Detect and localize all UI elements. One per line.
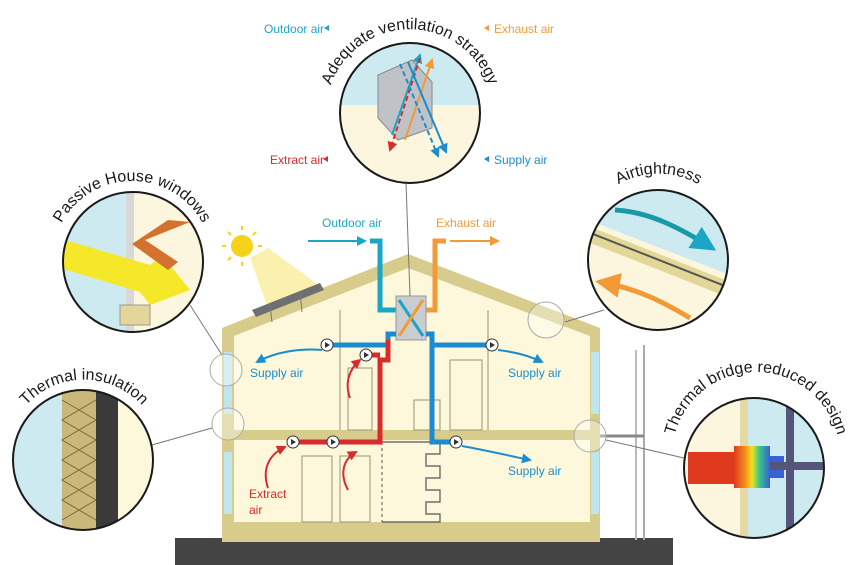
spot-insulation	[211, 407, 245, 441]
callout-insulation: Thermal insulation	[12, 367, 154, 531]
sunlight-ray-icon	[63, 240, 190, 305]
callout-ventilation: Adequate ventilation strategy	[319, 16, 501, 184]
spot-windows	[209, 353, 243, 387]
door	[301, 455, 333, 523]
window-left-upper	[224, 352, 232, 414]
pole	[600, 345, 645, 540]
fan-icon	[286, 435, 300, 449]
supply-air-arrow	[255, 348, 323, 363]
extract-air-arrow	[342, 451, 358, 491]
label-supply-air-top: Supply air	[494, 153, 547, 167]
svg-text:Airtightness: Airtightness	[613, 161, 705, 188]
extract-air-arrow	[264, 445, 287, 489]
fan-icon	[485, 338, 499, 352]
label-extract-line2: air	[249, 503, 262, 517]
insulation-layer	[62, 390, 96, 530]
label-extract-air-top: Extract air	[270, 153, 324, 167]
door	[413, 399, 441, 431]
floor-slab	[234, 430, 590, 440]
legend-marker-extract	[323, 156, 328, 162]
fan-icon	[449, 435, 463, 449]
staircase-icon	[382, 441, 441, 523]
door	[449, 359, 483, 431]
window-left-lower	[224, 452, 232, 514]
leader-lines	[151, 182, 685, 459]
window-right-upper	[591, 352, 599, 414]
label-outdoor-air-top: Outdoor air	[264, 22, 324, 36]
heat-reflect-icon	[132, 220, 190, 270]
supply-air-arrow	[461, 445, 532, 464]
legend-marker-outdoor	[324, 25, 329, 31]
spot-airtightness	[527, 301, 565, 339]
extract-air-arrow	[346, 358, 362, 399]
supply-air-arrow	[497, 349, 544, 363]
wall-layer	[96, 390, 118, 530]
house	[222, 254, 600, 542]
outdoor-air-duct	[370, 238, 400, 313]
label-extract-line1: Extract	[249, 487, 287, 501]
extract-duct	[295, 340, 391, 445]
house-interior	[234, 268, 590, 530]
base-slab	[234, 522, 590, 532]
fan-icon	[359, 348, 373, 362]
airflow-out-arrow	[595, 273, 692, 321]
callout-thermal-bridge: Thermal bridge reduced design	[662, 359, 848, 539]
label-supply-air-upper-right: Supply air	[508, 366, 561, 380]
supply-duct-lower	[429, 345, 455, 445]
fan-icon	[326, 435, 340, 449]
ground	[175, 538, 673, 565]
supply-duct-right	[426, 331, 490, 348]
window-right-lower	[591, 452, 599, 514]
label-exhaust-air-roof: Exhaust air	[436, 216, 496, 230]
label-outdoor-air-roof: Outdoor air	[322, 216, 382, 230]
label-supply-air-upper-left: Supply air	[250, 366, 303, 380]
airflow-in-arrow	[614, 207, 717, 251]
legend-marker-exhaust	[484, 25, 489, 31]
callout-airtightness: Airtightness	[587, 161, 729, 331]
heat-gradient	[734, 446, 770, 488]
title-airtightness: Airtightness	[613, 161, 705, 188]
spot-thermal-bridge	[573, 419, 607, 453]
solar-panel-icon	[252, 283, 324, 323]
ventilation-ducts	[295, 238, 490, 445]
label-exhaust-air-top: Exhaust air	[494, 22, 554, 36]
legend-marker-supply	[484, 156, 489, 162]
label-supply-air-lower: Supply air	[508, 464, 561, 478]
supply-duct-main	[332, 331, 396, 348]
fan-icon	[320, 338, 334, 352]
callout-windows: Passive House windows	[50, 168, 214, 333]
exhaust-air-duct	[420, 238, 446, 313]
